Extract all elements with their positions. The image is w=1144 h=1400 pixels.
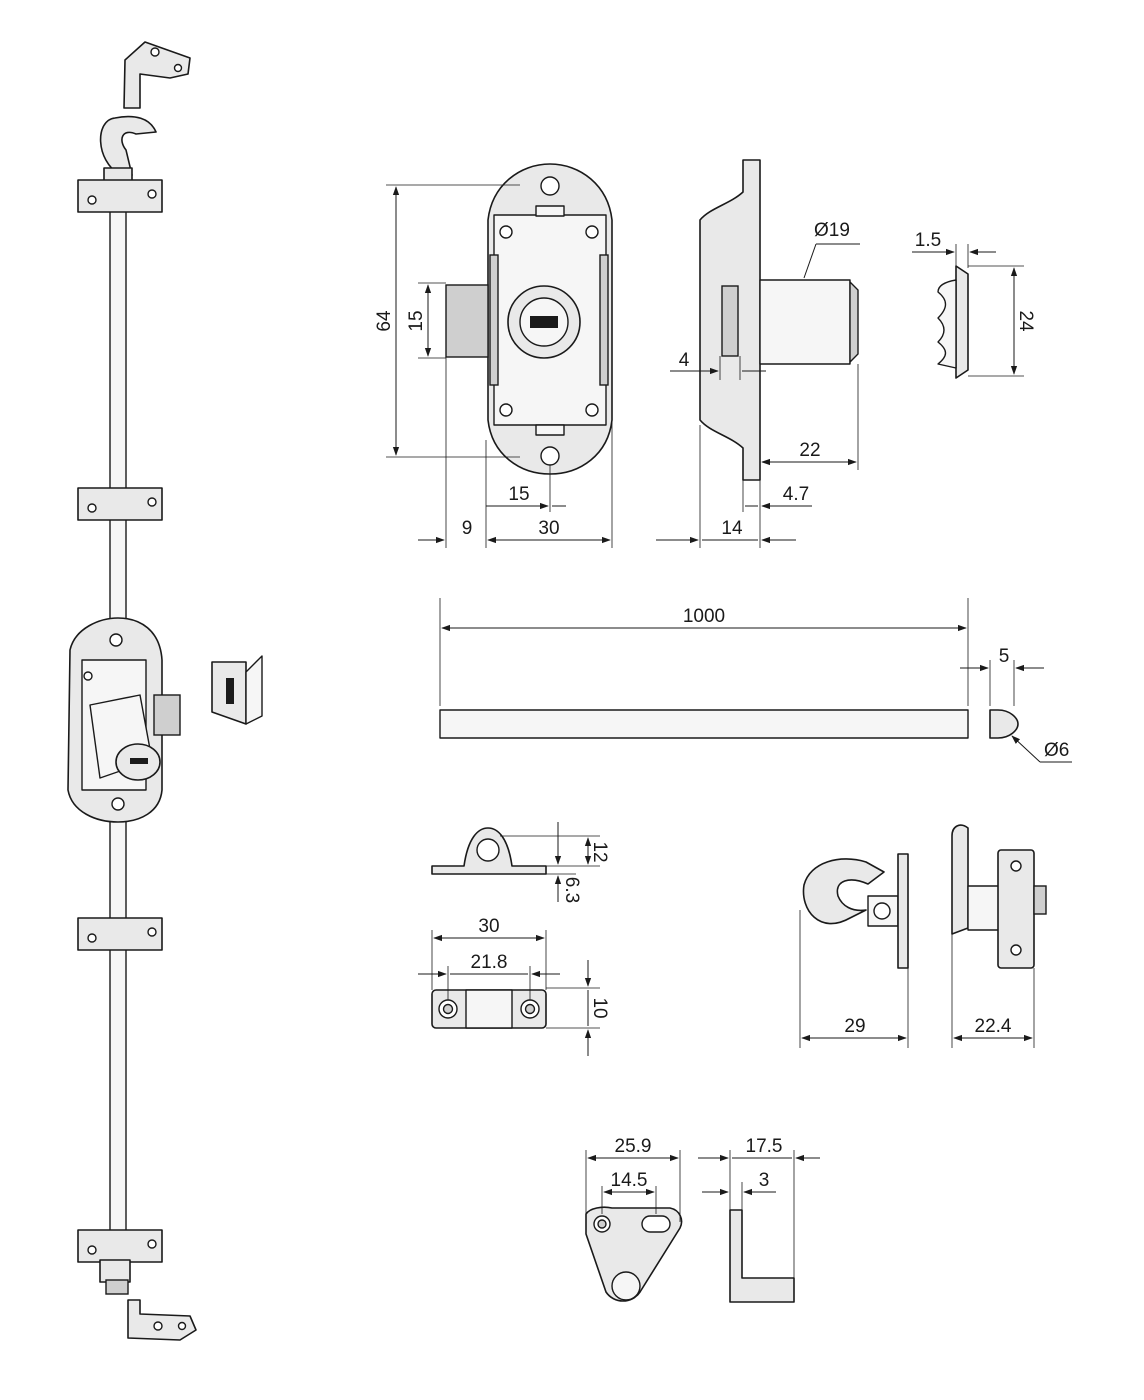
dim-lock-height: 64 — [374, 310, 395, 332]
dim-hook-depth: 22.4 — [975, 1016, 1012, 1037]
rod-guide-3 — [77, 917, 163, 951]
rod-guide-side — [431, 827, 547, 875]
rod-guide-1 — [77, 179, 163, 213]
top-hook — [99, 115, 157, 189]
lock-side-view — [699, 159, 859, 481]
bottom-catch — [127, 1299, 197, 1341]
dim-catch-width: 25.9 — [615, 1136, 652, 1157]
dim-guide-depth: 10 — [589, 997, 610, 1018]
dim-strike-height: 24 — [1015, 310, 1036, 332]
bottom-hook — [99, 1259, 131, 1295]
dim-lock-bolt-height: 15 — [406, 310, 427, 331]
dim-plate-thickness: 4 — [679, 350, 690, 371]
strike-plate-dims: 1.5 24 — [912, 230, 1036, 377]
dim-guide-base: 6.3 — [561, 877, 582, 903]
dim-rod-length: 1000 — [683, 606, 725, 627]
lock-front-dims: 64 15 15 9 30 — [374, 184, 613, 548]
dim-hook-width: 29 — [844, 1016, 865, 1037]
rod-guide-2 — [77, 487, 163, 521]
top-catch — [123, 41, 191, 109]
dim-lock-body-width: 30 — [538, 518, 559, 539]
lock-side-dims: Ø19 4 22 4.7 14 — [656, 220, 860, 548]
rod-guide-side-dims: 12 6.3 — [500, 822, 610, 903]
hook-side — [802, 853, 909, 969]
dim-lock-bolt-width: 9 — [462, 518, 473, 539]
catch-top-dims: 25.9 14.5 — [585, 1136, 681, 1222]
dim-rod-end: 5 — [999, 646, 1010, 667]
dim-cylinder-length: 22 — [799, 440, 820, 461]
strike-plate-side — [937, 265, 969, 379]
dim-side-offset: 4.7 — [783, 484, 809, 505]
rod-dims: 1000 5 Ø6 — [439, 598, 1072, 763]
dim-guide-height: 12 — [589, 841, 610, 862]
dim-rod-diameter: Ø6 — [1044, 740, 1069, 761]
rod-guide-top — [431, 989, 547, 1029]
hook-front-dims: 22.4 — [951, 934, 1035, 1048]
dim-guide-hole-spacing: 21.8 — [471, 952, 508, 973]
hook-front — [951, 824, 1047, 969]
hook-side-dims: 29 — [799, 910, 909, 1048]
catch-side-dims: 17.5 3 — [698, 1136, 820, 1278]
catch-side — [729, 1209, 795, 1303]
dim-catch-thickness: 3 — [759, 1170, 770, 1191]
dim-guide-width: 30 — [478, 916, 499, 937]
catch-top — [585, 1206, 683, 1302]
dim-cylinder-diameter: Ø19 — [814, 220, 850, 241]
rod-guide-top-dims: 30 21.8 10 — [418, 916, 610, 1056]
assembled-strike-plate — [211, 655, 263, 725]
dim-catch-hole-spacing: 14.5 — [611, 1170, 648, 1191]
lock-front-view — [445, 163, 613, 475]
dim-catch-depth: 17.5 — [746, 1136, 783, 1157]
dim-lock-key-offset: 15 — [508, 484, 529, 505]
assembled-lock-body — [67, 617, 181, 823]
dim-side-depth: 14 — [721, 518, 743, 539]
rod-view — [439, 709, 1019, 739]
rod-guide-4 — [77, 1229, 163, 1263]
assembled-espagnolette — [67, 41, 263, 1341]
dim-strike-thickness: 1.5 — [915, 230, 941, 251]
